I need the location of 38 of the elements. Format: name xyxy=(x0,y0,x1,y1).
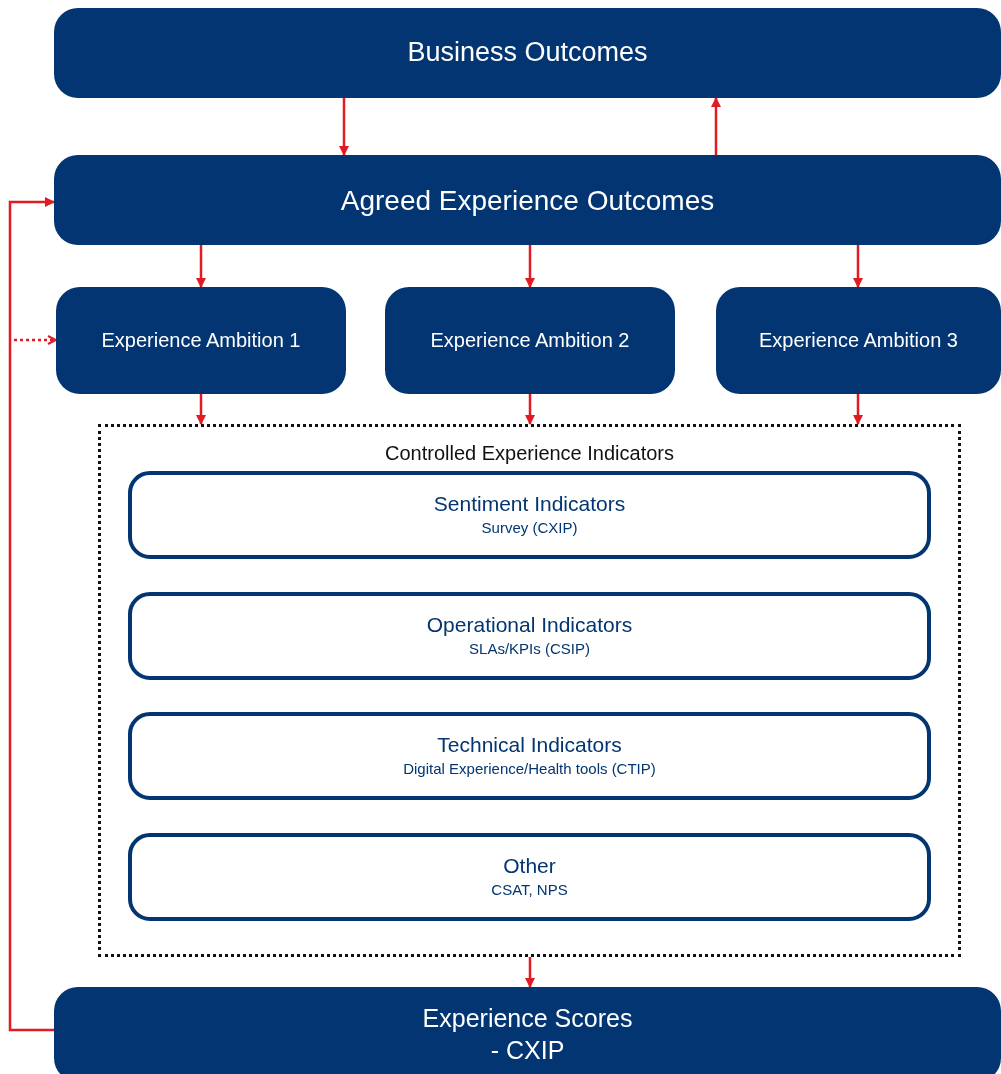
arrow xyxy=(339,98,349,156)
process-box xyxy=(54,155,1001,245)
arrow xyxy=(196,394,206,425)
arrow xyxy=(525,394,535,425)
box-title: Business Outcomes xyxy=(407,36,648,70)
arrow xyxy=(8,197,55,1032)
box-title: Agreed Experience Outcomes xyxy=(340,183,715,218)
box-title: Experience Ambition 3 xyxy=(759,328,958,353)
indicator-box xyxy=(128,712,931,800)
arrow xyxy=(196,245,206,288)
process-box xyxy=(54,8,1001,98)
box-subtitle: CSAT, NPS xyxy=(491,879,568,900)
box-subtitle: Digital Experience/Health tools (CTIP) xyxy=(403,758,656,779)
box-title: Other xyxy=(503,852,556,879)
indicator-box xyxy=(128,471,931,559)
arrow xyxy=(853,394,863,425)
arrow xyxy=(525,245,535,288)
indicator-box xyxy=(128,833,931,921)
process-box xyxy=(716,287,1001,394)
process-box xyxy=(385,287,675,394)
box-subtitle: - CXIP xyxy=(490,1034,565,1066)
box-title: Experience Ambition 1 xyxy=(101,328,301,353)
box-title: Operational Indicators xyxy=(426,611,633,638)
box-title: Technical Indicators xyxy=(437,731,622,758)
indicator-box xyxy=(128,592,931,680)
dotted-arrow xyxy=(14,335,57,345)
box-title: Experience Scores xyxy=(422,1003,633,1035)
box-title: Sentiment Indicators xyxy=(433,490,626,517)
group-heading: Controlled Experience Indicators xyxy=(384,441,674,466)
arrow xyxy=(711,97,721,155)
box-title: Experience Ambition 2 xyxy=(430,328,630,353)
arrow xyxy=(525,957,535,988)
process-box xyxy=(56,287,346,394)
process-box xyxy=(54,987,1001,1074)
arrow xyxy=(853,245,863,288)
dotted-group-box xyxy=(98,424,961,957)
box-subtitle: Survey (CXIP) xyxy=(481,517,578,538)
box-subtitle: SLAs/KPIs (CSIP) xyxy=(469,638,590,659)
